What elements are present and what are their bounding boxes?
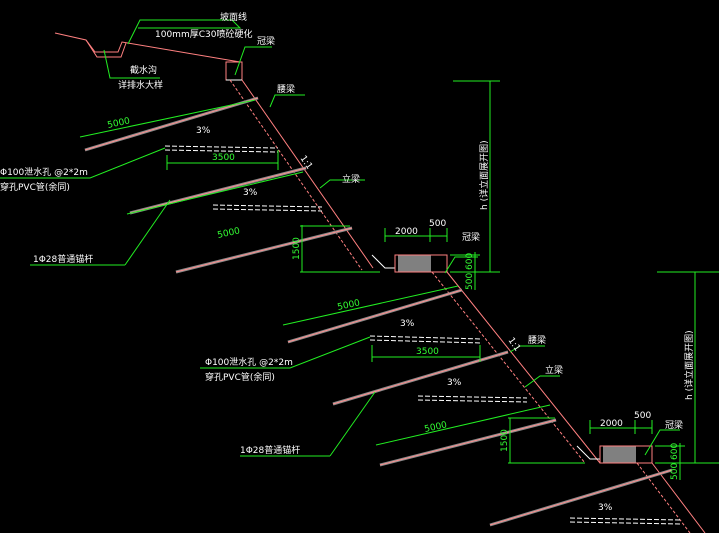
label-pvc-pipe: 穿孔PVC管(余同) (0, 181, 70, 193)
label-anchor-2: 1Φ28普通锚杆 (240, 444, 300, 456)
label-crown-beam-2: 冠梁 (462, 231, 480, 243)
dim-anchor-length: 5000 (337, 298, 362, 313)
dim-gradient: 3% (196, 126, 211, 136)
label-pvc-pipe-2: 穿孔PVC管(余同) (205, 371, 275, 383)
label-ditch-detail: 详排水大样 (118, 79, 163, 91)
anchor-rod-core (129, 167, 307, 214)
dim-beam-width: 500 (429, 219, 446, 229)
dim-gradient: 3% (447, 378, 462, 388)
dim-pipe-length: 3500 (212, 153, 235, 163)
label-drain-hole: Φ100泄水孔 @2*2m (0, 166, 88, 178)
drain-pipe (164, 149, 279, 153)
drain-pipe (212, 204, 323, 208)
bench-2 (576, 445, 653, 464)
dim-anchor-length: 5000 (107, 116, 132, 131)
dim-pipe-length: 3500 (416, 347, 439, 357)
label-slope-line: 坡面线 (220, 11, 247, 23)
dim-bench-width: 2000 (600, 419, 623, 429)
dim-gradient: 3% (400, 319, 415, 329)
label-height: h (详立面展开图) (478, 140, 490, 210)
anchor-rod-core (489, 469, 673, 526)
label-crown-beam: 冠梁 (257, 35, 275, 47)
leader-lines (0, 19, 680, 457)
label-anchor: 1Φ28普通锚杆 (33, 253, 93, 265)
drain-pipe (569, 521, 683, 525)
slope-face (229, 79, 706, 533)
dim-bench-width: 2000 (395, 227, 418, 237)
dim-bench-height: 1500 (292, 237, 302, 260)
label-height-2: h (详立面展开图) (683, 330, 695, 400)
drain-pipe (569, 517, 683, 521)
dim-gradient: 3% (598, 503, 613, 513)
label-vertical-beam: 立梁 (342, 173, 360, 185)
drain-pipe (369, 335, 483, 340)
dim-beam-height: 500 600 (465, 253, 475, 290)
label-waist-beam: 腰梁 (277, 83, 295, 95)
dim-beam-width: 500 (634, 411, 651, 421)
dim-gradient: 3% (243, 188, 258, 198)
drain-pipes (164, 145, 683, 525)
label-intercept-ditch: 截水沟 (130, 64, 157, 76)
anchor-rod-core (84, 97, 259, 151)
dim-bench-height: 1500 (500, 429, 510, 452)
label-slope-ratio-2: 1:1 (506, 336, 522, 354)
drain-pipe (164, 145, 279, 149)
anchor-rod-core (379, 419, 557, 466)
drain-pipe (417, 395, 528, 399)
crown-beam (225, 61, 243, 81)
ground-surface (54, 32, 241, 63)
dim-beam-height: 500 600 (670, 443, 680, 480)
drain-pipe (369, 339, 483, 344)
bench-1 (371, 254, 448, 273)
anchors (84, 96, 673, 527)
anchor-rod-core (332, 351, 509, 405)
label-crown-beam-3: 冠梁 (665, 419, 683, 431)
dimension-lines (79, 80, 719, 480)
dim-anchor-length: 5000 (217, 226, 242, 241)
drain-pipe (212, 208, 323, 212)
anchor-rod-core (287, 289, 463, 343)
drain-pipe (417, 399, 528, 403)
dim-anchor-length: 5000 (424, 420, 449, 435)
label-drain-hole-2: Φ100泄水孔 @2*2m (205, 356, 293, 368)
label-vertical-beam-2: 立梁 (545, 364, 563, 376)
label-waist-beam-2: 腰梁 (528, 334, 546, 346)
anchor-rod-core (175, 227, 353, 273)
label-shotcrete: 100mm厚C30喷砼硬化 (155, 28, 252, 40)
